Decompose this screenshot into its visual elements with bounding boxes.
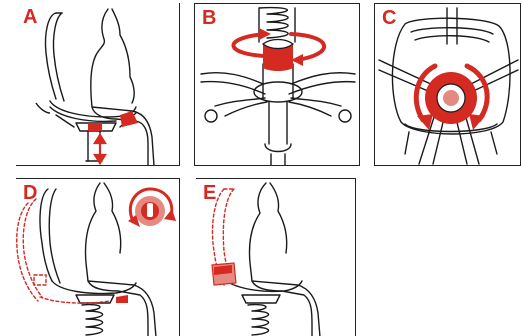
tension-knob-illustration xyxy=(375,4,521,166)
panel-letter-e: E xyxy=(203,182,216,204)
backrest-tilt-illustration xyxy=(16,179,180,336)
seat-height-illustration xyxy=(16,3,180,166)
panel-letter-c: C xyxy=(382,7,396,29)
panel-a-seat-height: A xyxy=(16,3,180,166)
lumbar-support-illustration xyxy=(196,179,356,336)
panel-e-lumbar-support: E xyxy=(196,178,356,336)
panel-d-backrest-tilt: D xyxy=(16,178,180,336)
panel-b-seat-rotation: B xyxy=(194,3,360,166)
panel-letter-d: D xyxy=(23,182,37,204)
panel-c-tension-knob: C xyxy=(374,3,521,166)
panel-letter-a: A xyxy=(23,6,37,28)
seat-rotation-illustration xyxy=(195,4,360,166)
panel-letter-b: B xyxy=(202,7,216,29)
